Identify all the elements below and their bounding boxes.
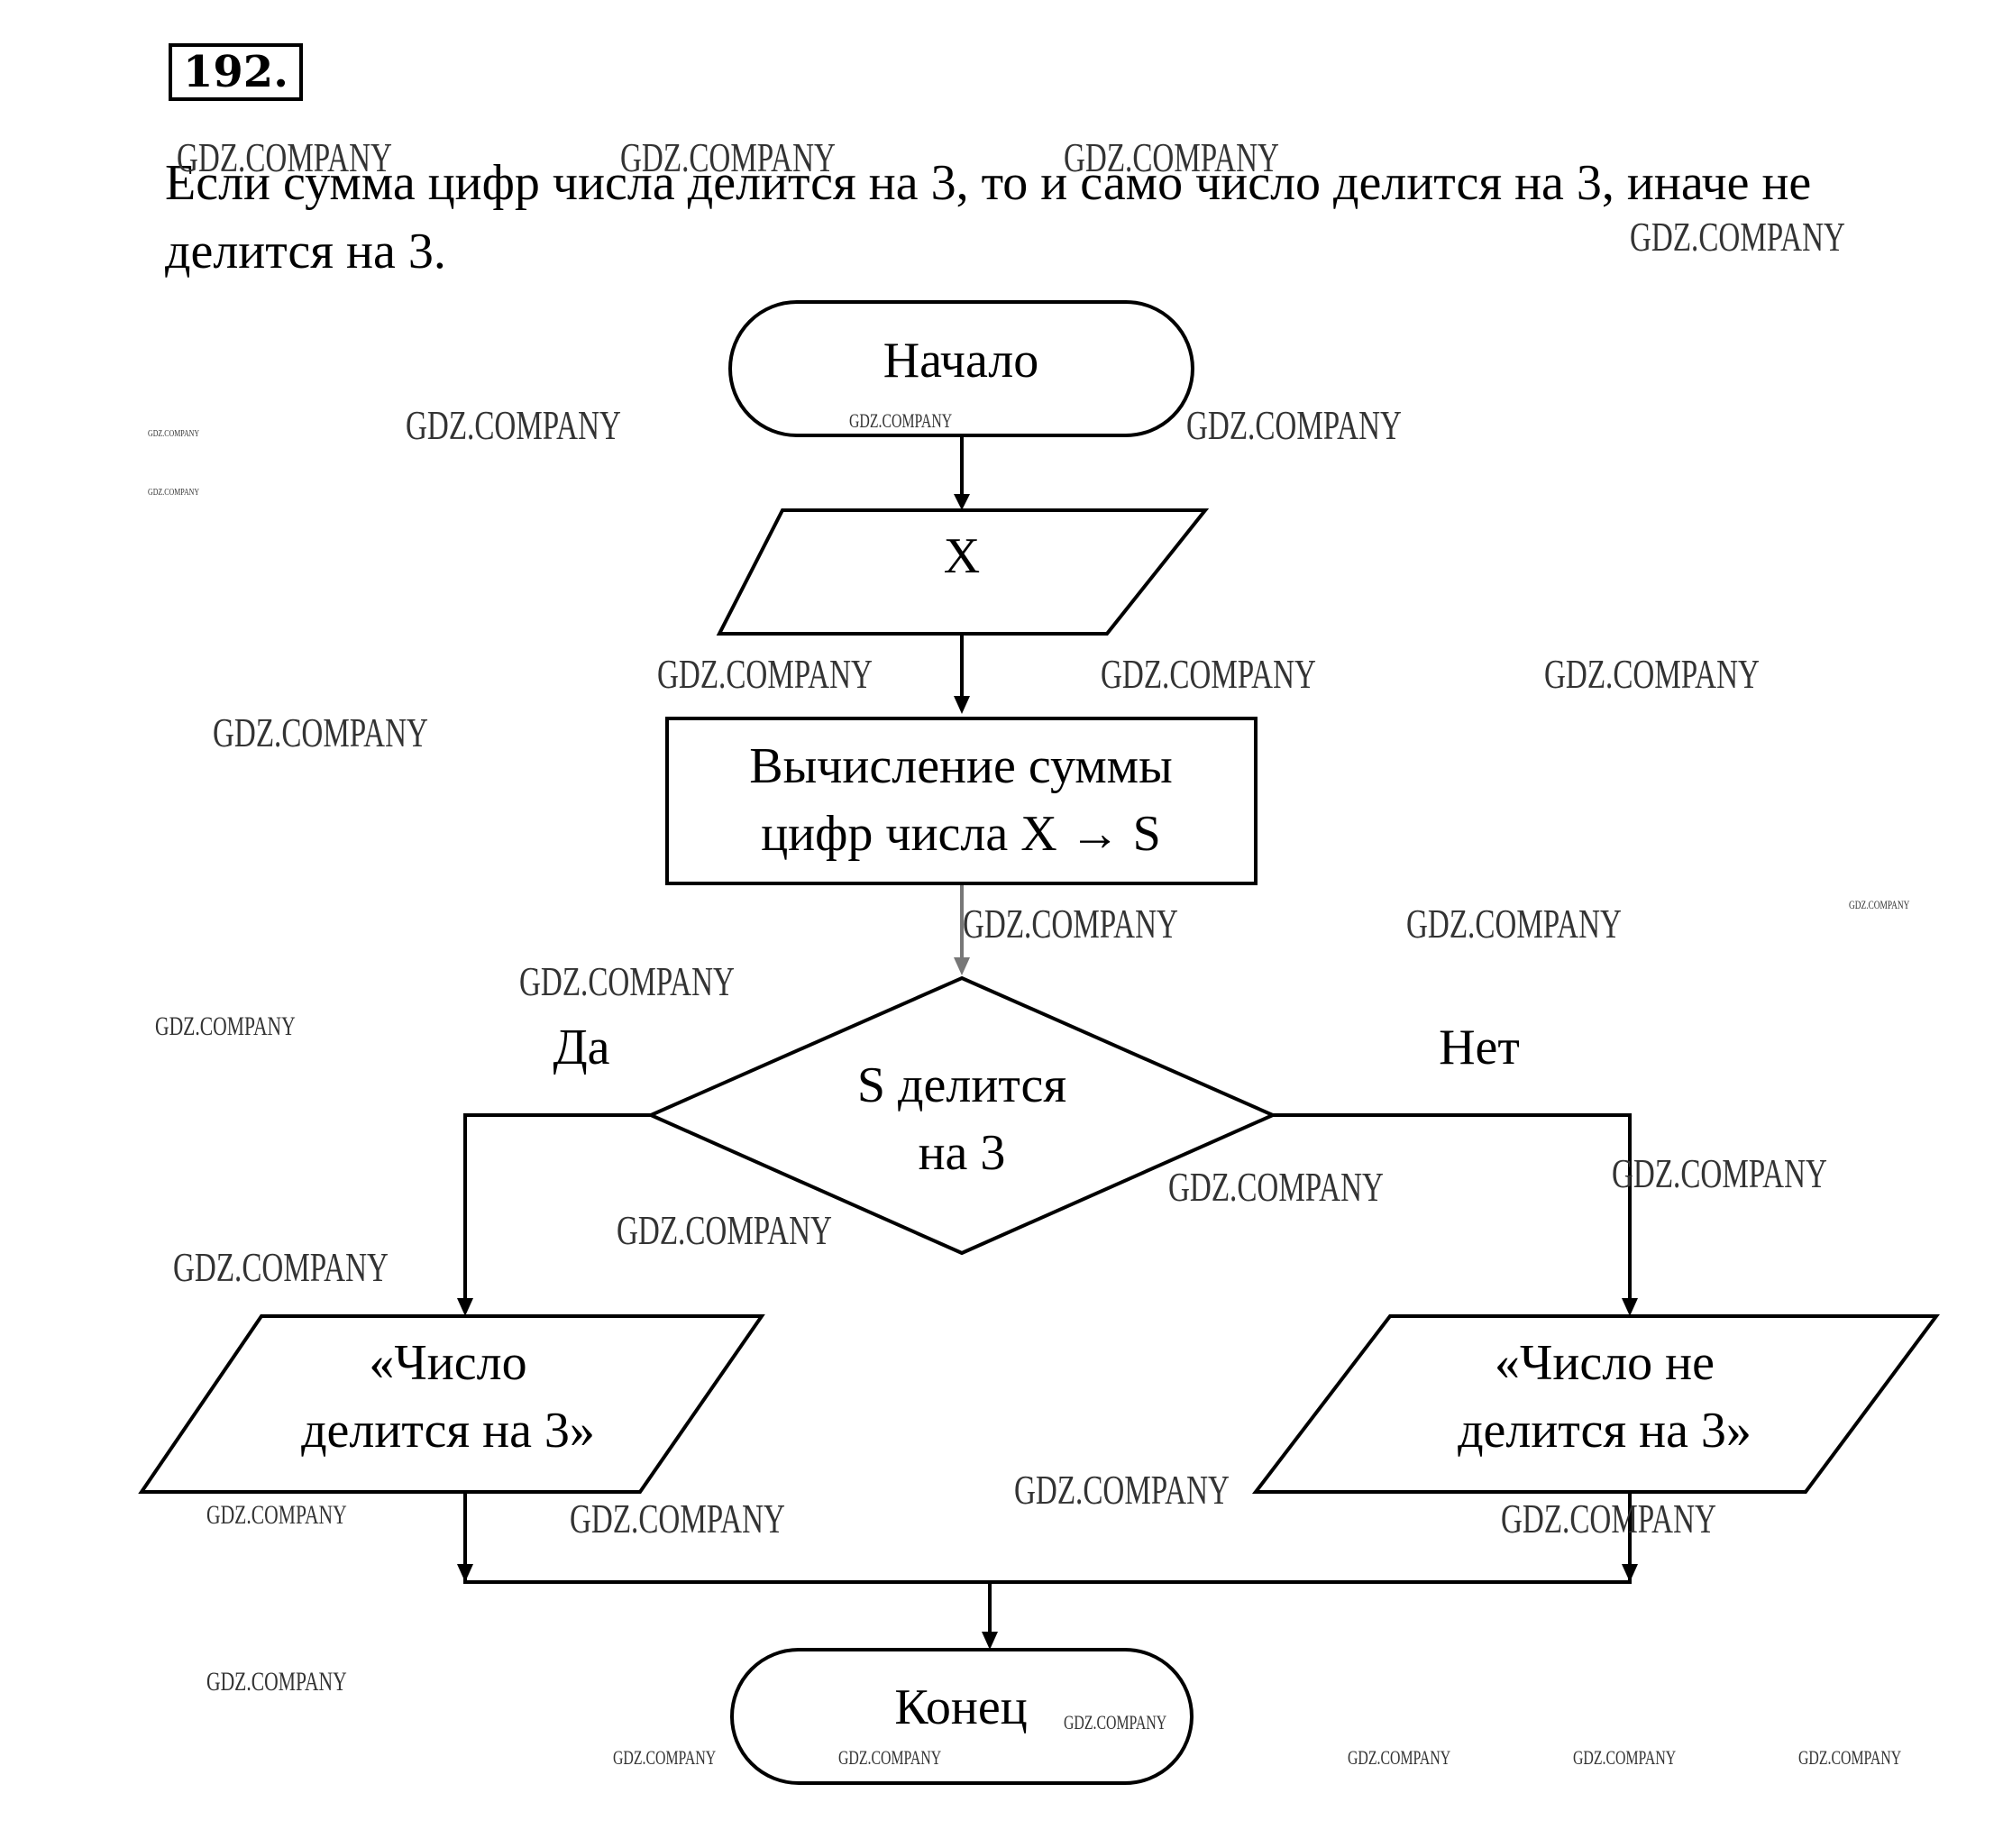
arrowhead-join-right <box>1622 1564 1638 1582</box>
watermark: GDZ.COMPANY <box>617 1207 832 1254</box>
watermark: GDZ.COMPANY <box>206 1500 347 1530</box>
watermark: GDZ.COMPANY <box>1064 1713 1166 1734</box>
watermark: GDZ.COMPANY <box>213 709 428 756</box>
decision-label-line-2: на 3 <box>919 1125 1006 1181</box>
process-label-line-2: цифр числа X → S <box>761 806 1161 862</box>
arrowhead-input <box>954 494 970 510</box>
input-label: X <box>944 528 980 584</box>
arrowhead-decision <box>954 957 970 975</box>
output-yes-parallelogram <box>138 1314 765 1494</box>
watermark: GDZ.COMPANY <box>1544 651 1760 698</box>
arrowhead-yes-output <box>457 1298 473 1316</box>
watermark: GDZ.COMPANY <box>148 487 199 499</box>
join-line-left <box>463 1492 1632 1584</box>
yes-branch-label: Да <box>553 1020 609 1075</box>
watermark: GDZ.COMPANY <box>1630 214 1845 261</box>
watermark: GDZ.COMPANY <box>1348 1748 1450 1770</box>
decision-label-line-1: S делится <box>857 1057 1066 1113</box>
yes-branch-line <box>463 1113 651 1298</box>
output-no-line-2: делится на 3» <box>1458 1403 1751 1459</box>
watermark: GDZ.COMPANY <box>570 1496 785 1542</box>
watermark: GDZ.COMPANY <box>148 428 199 440</box>
process-box <box>665 717 1258 885</box>
decision-diamond <box>646 975 1277 1256</box>
watermark: GDZ.COMPANY <box>1612 1150 1827 1197</box>
watermark: GDZ.COMPANY <box>1014 1467 1230 1514</box>
watermark: GDZ.COMPANY <box>613 1748 716 1770</box>
watermark: GDZ.COMPANY <box>849 411 952 433</box>
no-branch-line <box>1273 1113 1632 1298</box>
watermark: GDZ.COMPANY <box>177 134 392 181</box>
watermark: GDZ.COMPANY <box>1168 1164 1384 1211</box>
end-terminator <box>730 1648 1194 1785</box>
output-no-parallelogram <box>1251 1314 1940 1494</box>
watermark: GDZ.COMPANY <box>1501 1496 1716 1542</box>
start-label: Начало <box>883 333 1039 389</box>
process-label-line-1: Вычисление суммы <box>749 738 1172 794</box>
watermark: GDZ.COMPANY <box>620 134 836 181</box>
watermark: GDZ.COMPANY <box>406 402 621 449</box>
watermark: GDZ.COMPANY <box>1101 651 1316 698</box>
task-number: 192. <box>169 43 303 101</box>
watermark: GDZ.COMPANY <box>1064 134 1279 181</box>
watermark: GDZ.COMPANY <box>1849 900 1909 912</box>
arrowhead-join-left <box>457 1564 473 1582</box>
input-parallelogram <box>716 508 1210 636</box>
watermark: GDZ.COMPANY <box>838 1748 941 1770</box>
start-terminator <box>728 300 1194 437</box>
output-yes-line-2: делится на 3» <box>301 1403 595 1459</box>
watermark: GDZ.COMPANY <box>173 1244 389 1291</box>
output-yes-line-1: «Число <box>369 1335 526 1391</box>
arrowhead-no-output <box>1622 1298 1638 1316</box>
output-no-line-1: «Число не <box>1495 1335 1715 1391</box>
watermark: GDZ.COMPANY <box>519 958 735 1005</box>
watermark: GDZ.COMPANY <box>1186 402 1402 449</box>
watermark: GDZ.COMPANY <box>657 651 873 698</box>
watermark: GDZ.COMPANY <box>206 1667 347 1697</box>
arrowhead-end <box>982 1632 998 1650</box>
no-branch-label: Нет <box>1439 1020 1520 1075</box>
watermark: GDZ.COMPANY <box>155 1011 296 1041</box>
watermark: GDZ.COMPANY <box>963 901 1178 947</box>
end-label: Конец <box>894 1679 1027 1735</box>
arrowhead-process <box>954 696 970 714</box>
watermark: GDZ.COMPANY <box>1573 1748 1676 1770</box>
watermark: GDZ.COMPANY <box>1798 1748 1901 1770</box>
task-statement: Если сумма цифр числа делится на 3, то и… <box>165 155 1812 279</box>
watermark: GDZ.COMPANY <box>1406 901 1622 947</box>
